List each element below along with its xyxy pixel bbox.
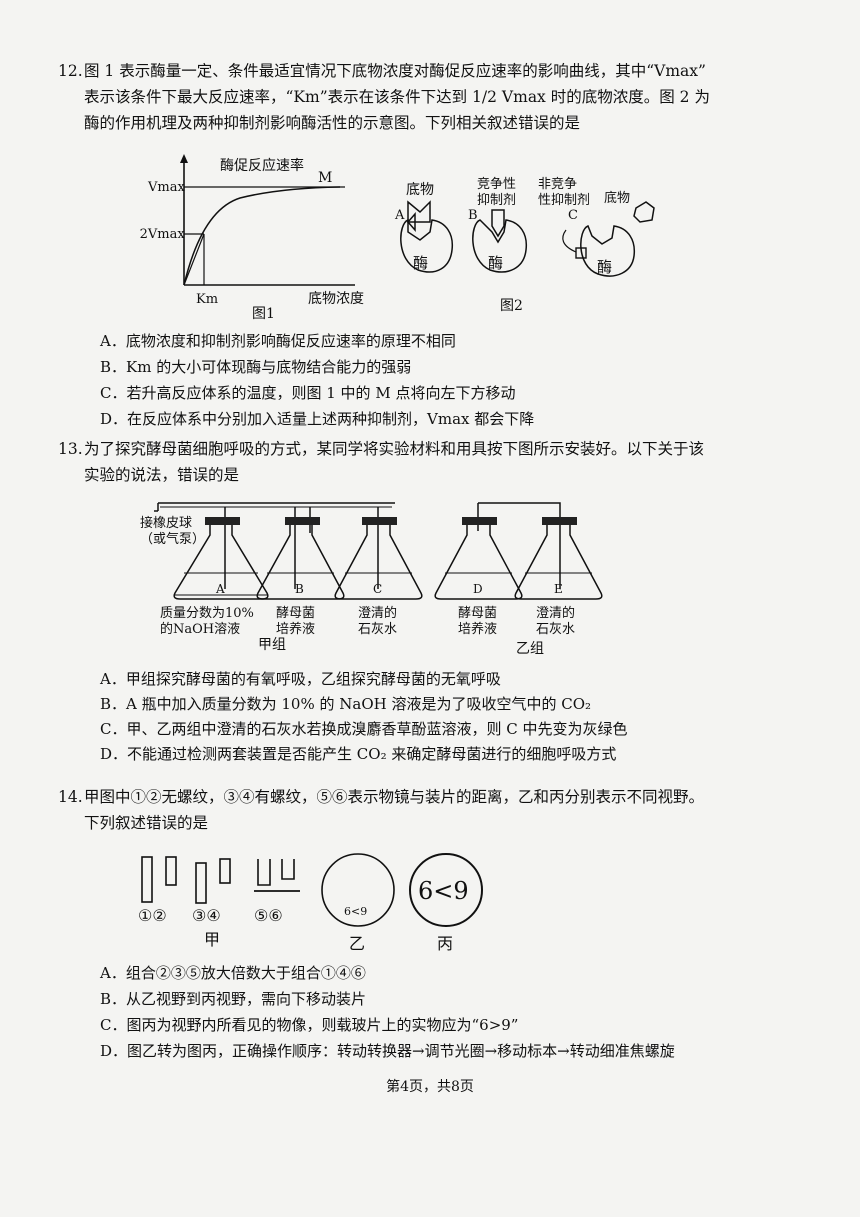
question-13-number: 13.: [58, 440, 83, 458]
flask-d: [434, 503, 523, 600]
figure-2-enzyme-c-label: 酶: [597, 258, 612, 276]
question-13-apparatus: 接橡皮球 （或气泵） A B C D E 质量分数为10% 的NaOH溶液 酵母…: [140, 502, 603, 657]
option-b[interactable]: B．从乙视野到丙视野，需向下移动装片: [100, 990, 367, 1008]
question-12-options: A．底物浓度和抑制剂影响酶促反应速率的原理不相同 B．Km 的大小可体现酶与底物…: [100, 330, 534, 434]
stem-line: 图 1 表示酶量一定、条件最适宜情况下底物浓度对酶促反应速率的影响曲线，其中“V…: [84, 62, 706, 80]
question-12-figures: 酶促反应速率 Vmax 1/2Vmax M Km 底物浓度 图1 A 底物 酶 …: [140, 154, 655, 320]
option-c[interactable]: C．图丙为视野内所看见的物像，则载玻片上的实物应为“6>9”: [100, 1016, 519, 1034]
option-a[interactable]: A．组合②③⑤放大倍数大于组合①④⑥: [100, 964, 366, 982]
flask-label-b: B: [295, 582, 304, 596]
content-d-line2: 培养液: [458, 621, 497, 637]
figure-1-km: Km: [196, 292, 218, 307]
stem-line: 甲图中①②无螺纹，③④有螺纹，⑤⑥表示物镜与装片的距离，乙和丙分别表示不同视野。: [84, 788, 705, 806]
figure-2-label-b: B: [468, 208, 478, 223]
labels-5-6: ⑤⑥: [254, 906, 283, 925]
content-c-line1: 澄清的: [358, 605, 397, 621]
content-c-line2: 石灰水: [358, 622, 397, 637]
flask-label-c: C: [373, 582, 382, 596]
figure-1-ylabel: 酶促反应速率: [220, 157, 304, 174]
stem-line: 酶的作用机理及两种抑制剂影响酶活性的示意图。下列相关叙述错误的是: [84, 114, 581, 132]
labels-3-4: ③④: [192, 906, 221, 925]
question-13-options: A．甲组探究酵母菌的有氧呼吸，乙组探究酵母菌的无氧呼吸 B．A 瓶中加入质量分数…: [100, 668, 628, 768]
field-of-view-yi: [321, 853, 395, 927]
flask-b: [256, 507, 345, 600]
flask-label-a: A: [215, 582, 225, 596]
substrate-c: [633, 201, 655, 223]
lens-3: [195, 862, 207, 904]
option-c[interactable]: C．若升高反应体系的温度，则图 1 中的 M 点将向左下方移动: [100, 384, 516, 402]
enzyme-a: [400, 218, 454, 273]
question-14-number: 14.: [58, 788, 83, 806]
question-12-stem: 图 1 表示酶量一定、条件最适宜情况下底物浓度对酶促反应速率的影响曲线，其中“V…: [84, 58, 844, 136]
content-d-line1: 酵母菌: [458, 606, 497, 621]
option-b[interactable]: B．Km 的大小可体现酶与底物结合能力的强弱: [100, 358, 412, 376]
yi-view-text: 6<9: [344, 905, 367, 918]
figure-2-label-c: C: [568, 208, 578, 223]
figure-2-enzyme-a-label: 酶: [413, 254, 428, 272]
figure-1-point-m: M: [318, 170, 332, 186]
group-1-label: 甲组: [258, 637, 286, 653]
field-of-view-bing: [409, 853, 483, 927]
content-a-line1: 质量分数为10%: [160, 606, 254, 621]
figure-1-caption: 图1: [252, 306, 275, 320]
question-14-options: A．组合②③⑤放大倍数大于组合①④⑥ B．从乙视野到丙视野，需向下移动装片 C．…: [100, 962, 675, 1066]
lens-2: [165, 856, 177, 886]
question-13-stem: 为了探究酵母菌细胞呼吸的方式，某同学将实验材料和用具按下图所示安装好。以下关于该…: [84, 436, 844, 488]
content-a-line2: 的NaOH溶液: [160, 621, 240, 637]
figure-2-competitive-line1: 竞争性: [477, 176, 516, 192]
stem-line: 实验的说法，错误的是: [84, 466, 240, 484]
figure-2-substrate-c: 底物: [604, 190, 630, 206]
question-12-number: 12.: [58, 62, 83, 80]
figure-1-xlabel: 底物浓度: [308, 291, 364, 307]
figure-2-substrate: 底物: [406, 182, 434, 198]
content-b-line2: 培养液: [276, 621, 315, 637]
label-bing: 丙: [437, 934, 453, 953]
lens-1: [141, 856, 153, 903]
flask-c: [334, 507, 423, 600]
figure-1-graph: 酶促反应速率 Vmax 1/2Vmax M Km 底物浓度 图1: [140, 154, 364, 320]
figure-2-enzyme-diagram: A 底物 酶 B 竞争性 抑制剂 酶 C 非竞争 性抑制剂 底物 酶 图2: [394, 176, 655, 314]
option-d[interactable]: D．图乙转为图丙，正确操作顺序：转动转换器→调节光圈→移动标本→转动细准焦螺旋: [100, 1042, 675, 1060]
stem-line: 为了探究酵母菌细胞呼吸的方式，某同学将实验材料和用具按下图所示安装好。以下关于该: [84, 440, 705, 458]
page-footer: 第4页，共8页: [386, 1079, 474, 1095]
option-b[interactable]: B．A 瓶中加入质量分数为 10% 的 NaOH 溶液是为了吸收空气中的 CO₂: [100, 695, 592, 713]
option-a[interactable]: A．底物浓度和抑制剂影响酶促反应速率的原理不相同: [100, 332, 456, 350]
enzyme-c: [580, 225, 636, 277]
labels-1-2: ①②: [138, 906, 167, 925]
figure-2-label-a: A: [394, 208, 405, 223]
figure-1-vmax: Vmax: [147, 180, 185, 195]
option-d[interactable]: D．不能通过检测两套装置是否能产生 CO₂ 来确定酵母菌进行的细胞呼吸方式: [100, 745, 617, 763]
stem-line: 表示该条件下最大反应速率，“Km”表示在该条件下达到 1/2 Vmax 时的底物…: [84, 88, 710, 106]
label-yi: 乙: [349, 934, 365, 953]
lens-4: [219, 858, 231, 884]
figure-2-noncompetitive-line2: 性抑制剂: [538, 193, 590, 208]
enzyme-b: [472, 219, 528, 273]
stem-line: 下列叙述错误的是: [84, 814, 209, 832]
question-14-microscope-figure: ①② ③④ ⑤⑥ 甲 6<9 乙 6<9 丙: [138, 853, 483, 953]
content-e-line1: 澄清的: [536, 605, 575, 621]
label-jia: 甲: [204, 930, 220, 949]
flask-e: [514, 517, 603, 600]
figure-2-caption: 图2: [500, 298, 523, 314]
group-2-label: 乙组: [516, 641, 544, 657]
figure-2-competitive-line2: 抑制剂: [477, 193, 516, 208]
flask-a: [173, 507, 269, 600]
option-a[interactable]: A．甲组探究酵母菌的有氧呼吸，乙组探究酵母菌的无氧呼吸: [100, 670, 501, 688]
content-b-line1: 酵母菌: [276, 606, 315, 621]
figure-2-noncompetitive-line1: 非竞争: [538, 176, 577, 192]
pump-label-line1: 接橡皮球: [140, 515, 192, 531]
pump-label-line2: （或气泵）: [140, 531, 205, 547]
bing-view-text: 6<9: [418, 877, 469, 905]
content-e-line2: 石灰水: [536, 622, 575, 637]
figure-1-half-vmax: 1/2Vmax: [140, 227, 185, 242]
option-d[interactable]: D．在反应体系中分别加入适量上述两种抑制剂，Vmax 都会下降: [100, 410, 535, 428]
flask-label-e: E: [554, 582, 563, 596]
option-c[interactable]: C．甲、乙两组中澄清的石灰水若换成溴麝香草酚蓝溶液，则 C 中先变为灰绿色: [100, 720, 628, 738]
figure-2-enzyme-b-label: 酶: [488, 254, 503, 272]
flask-label-d: D: [473, 582, 483, 596]
question-14-stem: 甲图中①②无螺纹，③④有螺纹，⑤⑥表示物镜与装片的距离，乙和丙分别表示不同视野。…: [84, 784, 844, 836]
